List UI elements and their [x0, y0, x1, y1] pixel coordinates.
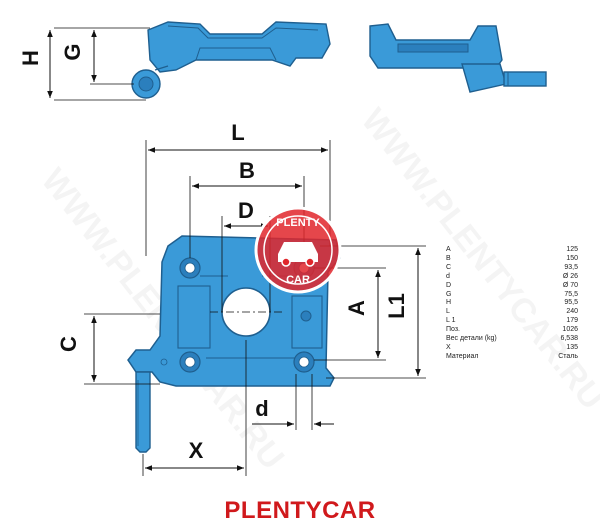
spec-row: Поз. 1026	[446, 326, 578, 335]
spec-row: A 125	[446, 246, 578, 255]
spec-row: C 93,5	[446, 264, 578, 273]
dim-label-g: G	[60, 43, 85, 60]
spec-label: H	[446, 299, 452, 307]
spec-label: D	[446, 281, 452, 289]
spec-row: d Ø 26	[446, 273, 578, 282]
spec-row: H 95,5	[446, 299, 578, 308]
spec-row: L 240	[446, 308, 578, 317]
spec-row: Вес детали (kg) 6,538	[446, 335, 578, 344]
spec-label: L 1	[446, 317, 456, 325]
spec-row: X 135	[446, 344, 578, 353]
spec-row: Материал Сталь	[446, 353, 578, 362]
spec-value: 95,5	[564, 299, 578, 307]
spec-row: L 1 179	[446, 317, 578, 326]
spec-value: 1026	[562, 326, 578, 334]
brand-footer: PLENTYCAR	[224, 497, 376, 524]
spec-row: D Ø 70	[446, 282, 578, 291]
dim-label-d-upper: D	[238, 198, 254, 223]
spec-label: d	[446, 272, 450, 280]
dim-label-d-lower: d	[255, 396, 268, 421]
plentycar-logo: PLENTY CAR	[254, 206, 342, 294]
spec-label: G	[446, 290, 452, 298]
spec-value: Сталь	[558, 352, 578, 360]
spec-value: 125	[566, 246, 578, 253]
dim-label-h: H	[18, 50, 43, 66]
spec-label: C	[446, 263, 452, 271]
spec-value: 6,538	[560, 335, 578, 343]
spec-value: 240	[566, 308, 578, 316]
spec-label: Вес детали (kg)	[446, 335, 497, 343]
spec-label: B	[446, 254, 451, 262]
spec-label: Материал	[446, 352, 479, 360]
spec-value: 75,5	[564, 290, 578, 298]
spec-value: 135	[566, 343, 578, 351]
dim-label-c: C	[56, 336, 81, 352]
spec-row: B 150	[446, 255, 578, 264]
spec-value: 150	[566, 254, 578, 262]
spec-label: L	[446, 308, 450, 316]
spec-value: 93,5	[564, 263, 578, 271]
spec-value: Ø 26	[562, 272, 578, 280]
side-view-left: H G	[18, 21, 331, 101]
side-view-right	[369, 23, 547, 93]
spec-value: 179	[566, 317, 578, 325]
spec-value: Ø 70	[562, 281, 578, 289]
logo-top-text: PLENTY	[276, 217, 320, 229]
logo-bottom-text: CAR	[286, 274, 310, 286]
spec-label: A	[446, 246, 451, 253]
dim-label-l1: L1	[384, 293, 409, 319]
spec-label: Поз.	[446, 326, 460, 334]
spec-label: X	[446, 343, 451, 351]
dim-label-b: B	[239, 158, 255, 183]
spec-row: G 75,5	[446, 291, 578, 300]
dim-label-l: L	[231, 120, 244, 145]
dim-label-x: X	[189, 438, 204, 463]
dim-label-a: A	[344, 300, 369, 316]
